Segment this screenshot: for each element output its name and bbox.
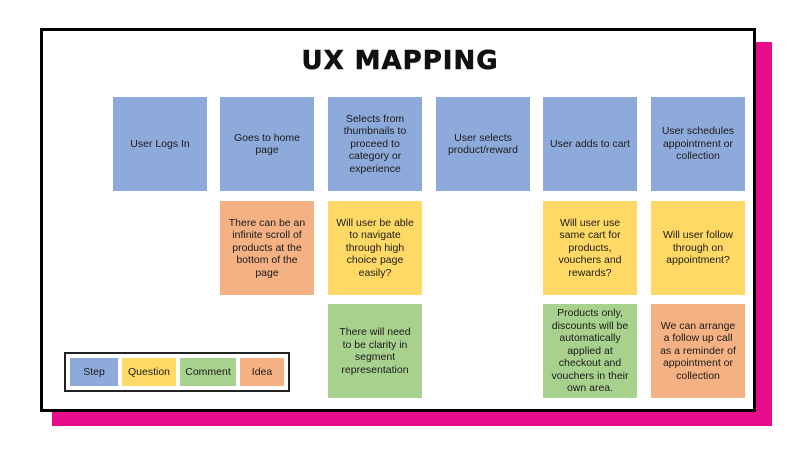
step-card: User selects product/reward — [436, 97, 530, 191]
comment-card: Products only, discounts will be automat… — [543, 304, 637, 398]
legend-idea: Idea — [240, 358, 284, 386]
legend-question: Question — [122, 358, 176, 386]
idea-card: There can be an infinite scroll of produ… — [220, 201, 314, 295]
legend-comment: Comment — [180, 358, 236, 386]
legend: Step Question Comment Idea — [64, 352, 290, 392]
question-card: Will user use same cart for products, vo… — [543, 201, 637, 295]
step-card: User adds to cart — [543, 97, 637, 191]
step-card: User Logs In — [113, 97, 207, 191]
page-title: UX MAPPING — [301, 46, 499, 77]
step-card: Selects from thumbnails to proceed to ca… — [328, 97, 422, 191]
question-card: Will user follow through on appointment? — [651, 201, 745, 295]
idea-card: We can arrange a follow up call as a rem… — [651, 304, 745, 398]
legend-step: Step — [70, 358, 118, 386]
comment-card: There will need to be clarity in segment… — [328, 304, 422, 398]
step-card: Goes to home page — [220, 97, 314, 191]
question-card: Will user be able to navigate through hi… — [328, 201, 422, 295]
step-card: User schedules appointment or collection — [651, 97, 745, 191]
